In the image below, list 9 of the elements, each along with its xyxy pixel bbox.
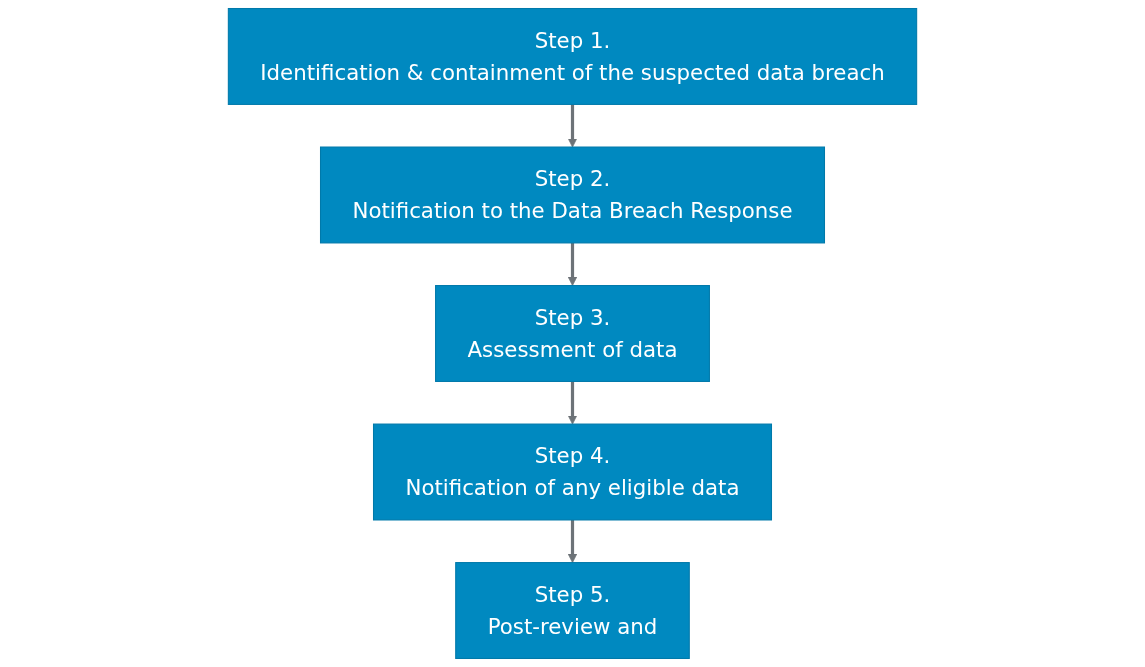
- arrow: [567, 242, 578, 286]
- arrow: [567, 381, 578, 425]
- node-box: Step 2. Notification to the Data Breach Response: [319, 146, 826, 244]
- node-box: Step 4. Notification of any eligible data: [372, 423, 773, 521]
- arrow: [567, 519, 578, 563]
- arrow: [567, 104, 578, 148]
- node-box: Step 5. Post-review and: [455, 562, 690, 659]
- node-box: Step 1. Identification & containment of the suspected data breach: [227, 8, 918, 105]
- node-box: Step 3. Assessment of data: [435, 285, 710, 382]
